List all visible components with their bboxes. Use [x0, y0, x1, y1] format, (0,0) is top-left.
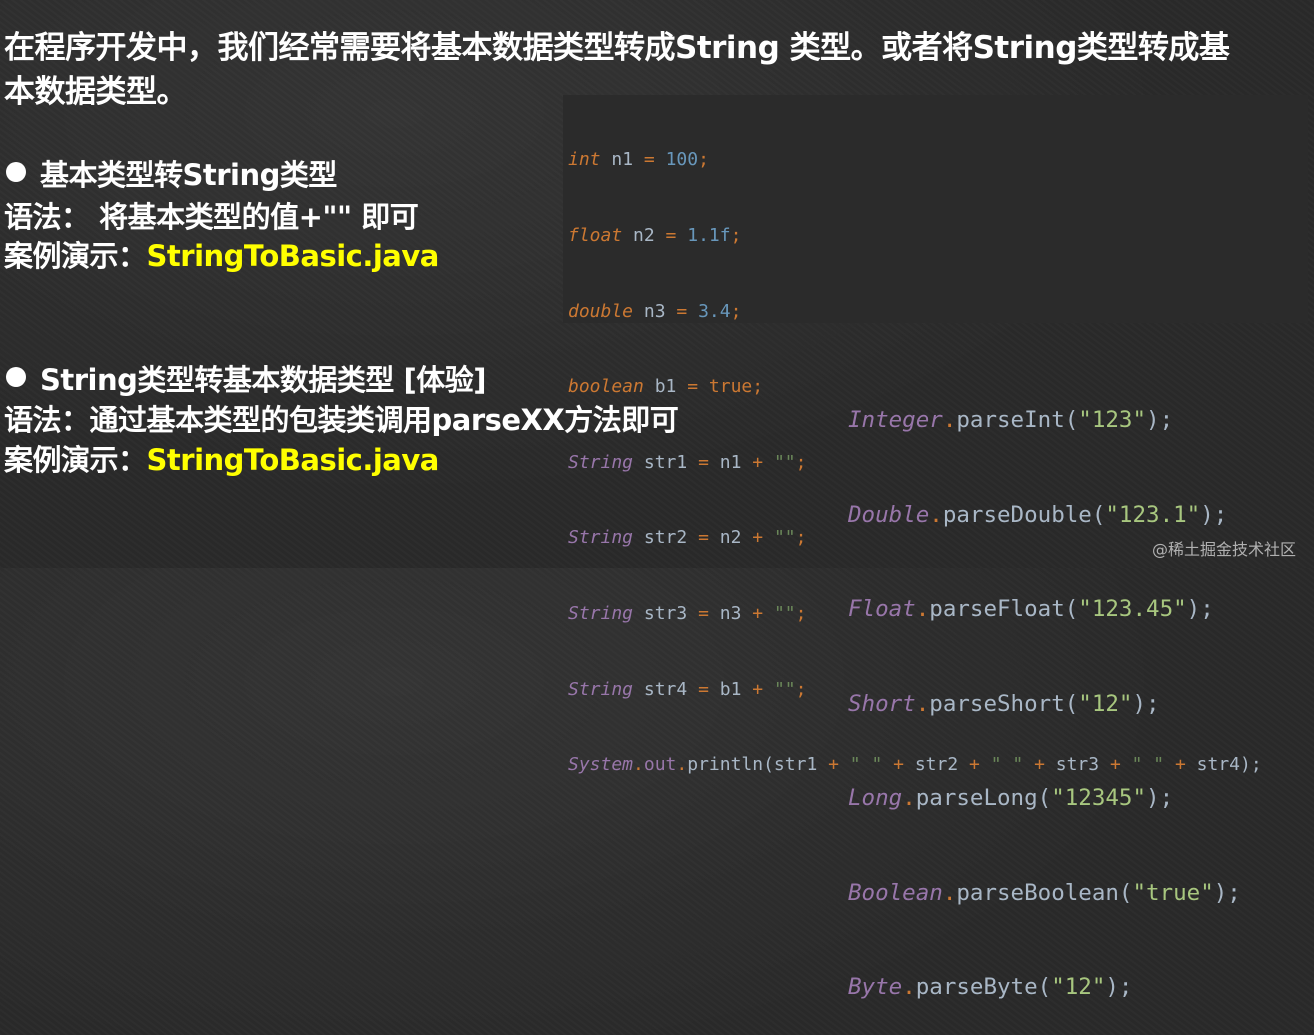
demo-label: 案例演示： [4, 443, 147, 477]
bullet-dot-icon [6, 162, 26, 182]
demo-label: 案例演示： [4, 239, 147, 273]
code-block-string-to-basic: Integer.parseInt("123"); Double.parseDou… [848, 342, 1241, 1035]
syntax-basic-to-string: 语法： 将基本类型的值+"" 即可 [4, 200, 419, 234]
code-line: int n1 = 100; [568, 149, 709, 171]
slide-headline: 在程序开发中，我们经常需要将基本数据类型转成String 类型。或者将Strin… [4, 30, 1230, 110]
code-line: Short.parseShort("12"); [848, 690, 1160, 717]
bullet-string-to-basic-text: String类型转基本数据类型 [体验] [40, 363, 487, 397]
code-line: double n3 = 3.4; [568, 300, 742, 322]
code-block-basic-to-string: int n1 = 100; float n2 = 1.1f; double n3… [563, 95, 1308, 775]
code-line: Long.parseLong("12345"); [848, 785, 1174, 811]
code-line: boolean b1 = true; [568, 376, 764, 398]
code-line: String str2 = n2 + ""; [568, 527, 807, 549]
code-line: String str1 = n1 + ""; [568, 451, 807, 473]
code-line: float n2 = 1.1f; [568, 225, 742, 247]
demo-string-to-basic: 案例演示：StringToBasic.java [4, 440, 439, 480]
syntax-string-to-basic: 语法：通过基本类型的包装类调用parseXX方法即可 [4, 403, 679, 437]
code-line: Double.parseDouble("123.1"); [848, 501, 1228, 528]
bullet-basic-to-string-text: 基本类型转String类型 [40, 158, 337, 192]
demo-file-name: StringToBasic.java [146, 443, 440, 477]
demo-basic-to-string: 案例演示：StringToBasic.java [4, 236, 439, 276]
code-line: Byte.parseByte("12"); [848, 974, 1133, 1000]
bullet-string-to-basic: String类型转基本数据类型 [体验] [4, 360, 487, 400]
bullet-dot-icon [6, 367, 26, 387]
watermark: @稀土掘金技术社区 [1151, 540, 1296, 559]
demo-file-name: StringToBasic.java [146, 239, 440, 273]
code-line: Boolean.parseBoolean("true"); [848, 879, 1241, 906]
code-line: Integer.parseInt("123"); [848, 407, 1174, 433]
code-line: Float.parseFloat("123.45"); [848, 596, 1214, 622]
bullet-basic-to-string: 基本类型转String类型 [4, 155, 337, 195]
